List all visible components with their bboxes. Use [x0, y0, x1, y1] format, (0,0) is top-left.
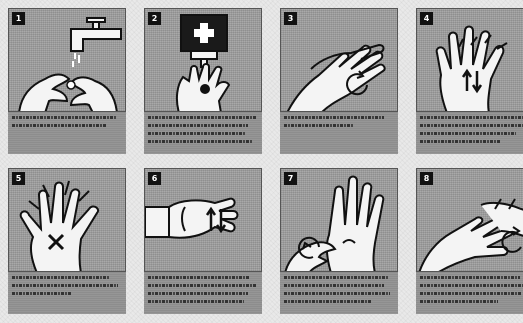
step-number-badge: 5: [12, 172, 25, 185]
step-4-caption: [416, 112, 523, 154]
step-2-illustration: 2: [144, 8, 262, 112]
step-4-illustration: 4: [416, 8, 523, 112]
step-6-illustration: 6: [144, 168, 262, 272]
step-2-caption: [144, 112, 262, 154]
step-8-illustration: 8: [416, 168, 523, 272]
rotational-thumb-rub-icon: [281, 169, 398, 272]
step-4: 4: [416, 8, 523, 158]
step-1-caption: [8, 112, 126, 154]
step-number-badge: 1: [12, 12, 25, 25]
step-number-badge: 6: [148, 172, 161, 185]
step-1-illustration: 1: [8, 8, 126, 112]
step-number-badge: 2: [148, 12, 161, 25]
hands-under-faucet-icon: [9, 9, 126, 112]
step-number-badge: 3: [284, 12, 297, 25]
interlocked-fingers-icon: [145, 169, 262, 272]
step-number-badge: 7: [284, 172, 297, 185]
step-1: 1: [8, 8, 126, 158]
step-7: 7: [280, 168, 398, 318]
step-number-badge: 8: [420, 172, 433, 185]
step-5-caption: [8, 272, 126, 314]
step-7-illustration: 7: [280, 168, 398, 272]
rub-palms-icon: [281, 9, 398, 112]
step-8-caption: [416, 272, 523, 314]
step-5-illustration: 5: [8, 168, 126, 272]
step-6-caption: [144, 272, 262, 314]
back-of-hands-icon: [9, 169, 126, 272]
step-2: 2: [144, 8, 262, 158]
step-3: 3: [280, 8, 398, 158]
step-5: 5: [8, 168, 126, 318]
step-3-caption: [280, 112, 398, 154]
step-7-caption: [280, 272, 398, 314]
step-8: 8: [416, 168, 523, 318]
step-number-badge: 4: [420, 12, 433, 25]
step-6: 6: [144, 168, 262, 318]
step-3-illustration: 3: [280, 8, 398, 112]
soap-dispenser-icon: [145, 9, 262, 112]
